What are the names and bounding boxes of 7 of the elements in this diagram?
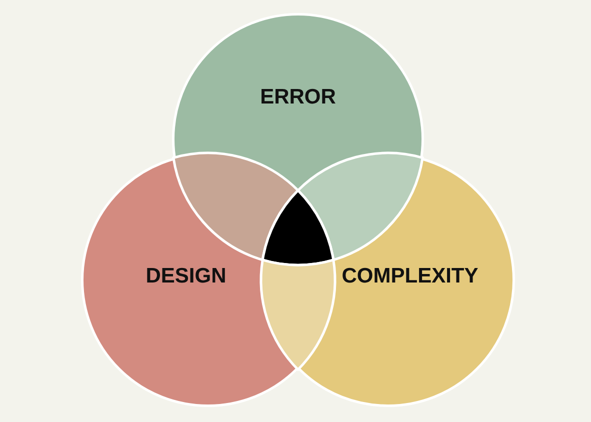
set-label: DESIGN [146,266,226,286]
set-label: COMPLEXITY [342,266,478,286]
center-overlap-region [261,189,335,266]
overlap-region [260,258,336,371]
overlap-region [172,152,300,262]
set-label: ERROR [260,86,336,108]
overlap-region [296,152,424,262]
